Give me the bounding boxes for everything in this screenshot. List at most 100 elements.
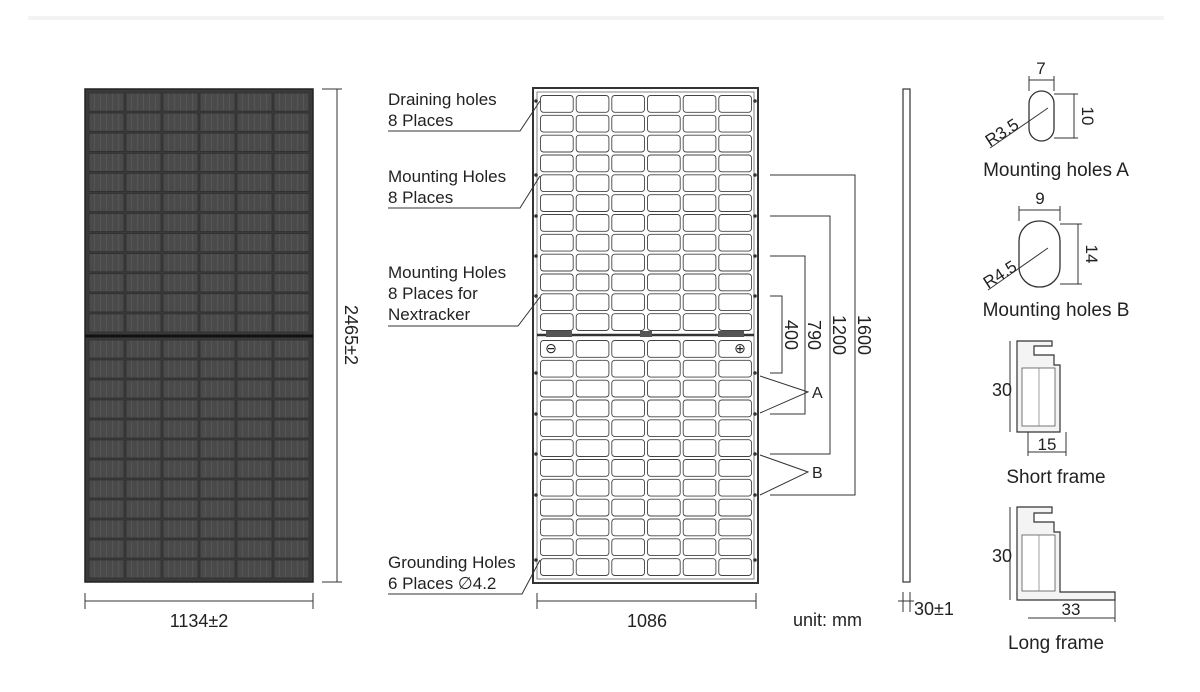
- back-cell-outline: [540, 359, 574, 378]
- back-cell-outline: [611, 313, 645, 331]
- back-cell-outline: [647, 518, 681, 537]
- back-cell-outline: [540, 214, 574, 232]
- long-frame-height: 30: [992, 546, 1012, 566]
- back-cell-outline: [682, 419, 717, 438]
- back-cell-outline: [718, 233, 752, 252]
- back-cell-outline: [718, 95, 752, 113]
- slot-b-radius: R4.5: [980, 257, 1020, 292]
- back-cell-outline: [611, 154, 645, 173]
- back-cell-outline: [647, 558, 681, 576]
- back-cell-outline: [647, 439, 681, 457]
- back-cell-outline: [575, 498, 610, 517]
- back-cell-outline: [718, 273, 752, 292]
- back-cell-outline: [611, 293, 645, 312]
- back-cell-outline: [718, 154, 752, 173]
- long-frame-width: 33: [1062, 600, 1081, 619]
- group-a-leader: [759, 375, 810, 414]
- back-cell-outline: [540, 174, 574, 193]
- frame-hole-mark: [753, 371, 757, 375]
- back-cell-outline: [718, 478, 752, 497]
- mounting-holes-label-2: 8 Places: [388, 188, 453, 207]
- back-cell-outline: [682, 459, 717, 477]
- back-cell-outline: [718, 194, 752, 212]
- back-cell-outline: [647, 399, 681, 418]
- back-cell-outline: [540, 538, 574, 557]
- back-cell-outline: [575, 253, 610, 272]
- mounting-holes-a-detail: 7 10 R3.5 Mounting holes A: [982, 59, 1129, 181]
- draining-holes-leader: [388, 100, 541, 132]
- long-frame-title: Long frame: [1008, 633, 1104, 654]
- frame-hole-mark: [534, 371, 538, 375]
- back-cell-outline: [682, 439, 717, 457]
- back-cell-outline: [647, 273, 681, 292]
- back-cell-outline: [611, 558, 645, 576]
- slot-b-width: 9: [1035, 189, 1044, 208]
- back-cell-outline: [647, 293, 681, 312]
- back-cell-outline: [575, 95, 610, 113]
- group-b-leader: [759, 454, 810, 496]
- back-cell-outline: [718, 419, 752, 438]
- back-cell-outline: [611, 194, 645, 212]
- back-cell-outline: [718, 214, 752, 232]
- frame-hole-mark: [534, 558, 538, 562]
- back-cell-outline: [575, 558, 610, 576]
- front-width-dim: 1134±2: [170, 611, 229, 631]
- back-cell-outline: [682, 174, 717, 193]
- back-cell-outline: [647, 313, 681, 331]
- back-cell-outline: [611, 95, 645, 113]
- back-cell-outline: [611, 538, 645, 557]
- back-cell-outline: [718, 379, 752, 398]
- nextracker-holes-label-1: Mounting Holes: [388, 263, 506, 282]
- back-cell-outline: [682, 498, 717, 517]
- negative-terminal-icon: ⊖: [545, 340, 557, 356]
- spacing-dim-1200: 1200: [829, 315, 849, 355]
- back-cell-outline: [647, 340, 681, 358]
- mounting-holes-leader: [388, 175, 541, 209]
- back-cell-outline: [647, 114, 681, 133]
- back-cell-outline: [540, 233, 574, 252]
- back-cell-outline: [575, 419, 610, 438]
- holes-a-title: Mounting holes A: [983, 160, 1129, 181]
- back-cell-outline: [540, 293, 574, 312]
- back-cell-outline: [682, 359, 717, 378]
- back-cell-outline: [540, 379, 574, 398]
- back-cell-outline: [575, 359, 610, 378]
- back-cell-outline: [682, 293, 717, 312]
- side-view: 30±1 unit: mm: [793, 88, 954, 630]
- slot-a-radius: R3.5: [982, 115, 1022, 150]
- back-cell-outline: [647, 459, 681, 477]
- back-cell-outline: [575, 459, 610, 477]
- back-cell-outline: [575, 399, 610, 418]
- back-cell-outline: [718, 498, 752, 517]
- back-cell-outline: [575, 379, 610, 398]
- short-frame-width: 15: [1038, 435, 1057, 454]
- back-cell-outline: [611, 273, 645, 292]
- frame-hole-mark: [753, 452, 757, 456]
- back-cell-outline: [611, 340, 645, 358]
- back-cell-outline: [682, 194, 717, 212]
- back-cell-outline: [682, 134, 717, 153]
- back-cell-outline: [718, 340, 752, 358]
- back-cell-outline: [611, 459, 645, 477]
- back-cell-outline: [611, 439, 645, 457]
- back-cell-outline: [682, 538, 717, 557]
- back-cell-outline: [682, 379, 717, 398]
- short-frame-height: 30: [992, 380, 1012, 400]
- back-cell-outline: [647, 174, 681, 193]
- grounding-holes-label-1: Grounding Holes: [388, 553, 516, 572]
- back-cell-outline: [611, 518, 645, 537]
- back-cell-outline: [718, 253, 752, 272]
- back-cell-outline: [647, 478, 681, 497]
- back-cell-outline: [718, 114, 752, 133]
- back-cell-outline: [682, 518, 717, 537]
- back-cell-outline: [718, 293, 752, 312]
- back-cell-outline: [540, 419, 574, 438]
- back-cell-outline: [647, 233, 681, 252]
- back-cell-outline: [647, 498, 681, 517]
- spacing-dim-400: 400: [781, 320, 801, 350]
- back-cell-outline: [611, 253, 645, 272]
- frame-hole-mark: [753, 173, 757, 177]
- back-cell-outline: [575, 134, 610, 153]
- slot-b-height: 14: [1082, 245, 1101, 264]
- hole-spacing-dims: [770, 174, 856, 496]
